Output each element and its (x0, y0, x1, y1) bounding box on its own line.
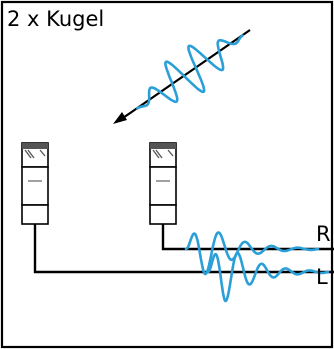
left-channel-cable (33, 224, 334, 274)
arrow-shaft (119, 29, 251, 121)
left-mic-grille-line (27, 149, 35, 159)
left-mic-grille-line (39, 149, 46, 157)
left-mic-base (21, 204, 49, 225)
left-mic-grille-line (24, 149, 32, 159)
left-microphone-icon (21, 142, 49, 225)
right-mic-grille (150, 143, 176, 149)
left-mic-body (21, 166, 49, 206)
incoming-sound-wave (136, 34, 244, 110)
right-mic-body (149, 166, 177, 206)
right-microphone-icon (149, 142, 177, 225)
left-channel-label: L (316, 265, 328, 289)
arrow-head (113, 112, 127, 124)
right-mic-grille-line (167, 149, 174, 157)
right-channel-waveform (184, 231, 320, 276)
right-channel-label: R (316, 222, 331, 246)
right-mic-grille-line (155, 149, 163, 159)
incoming-sound-arrow-icon (113, 29, 251, 124)
left-mic-grille (22, 143, 48, 149)
right-mic-grille-line (152, 149, 160, 159)
left-channel-waveform (206, 251, 330, 303)
diagram-title: 2 x Kugel (7, 7, 105, 31)
right-mic-base (149, 204, 177, 225)
